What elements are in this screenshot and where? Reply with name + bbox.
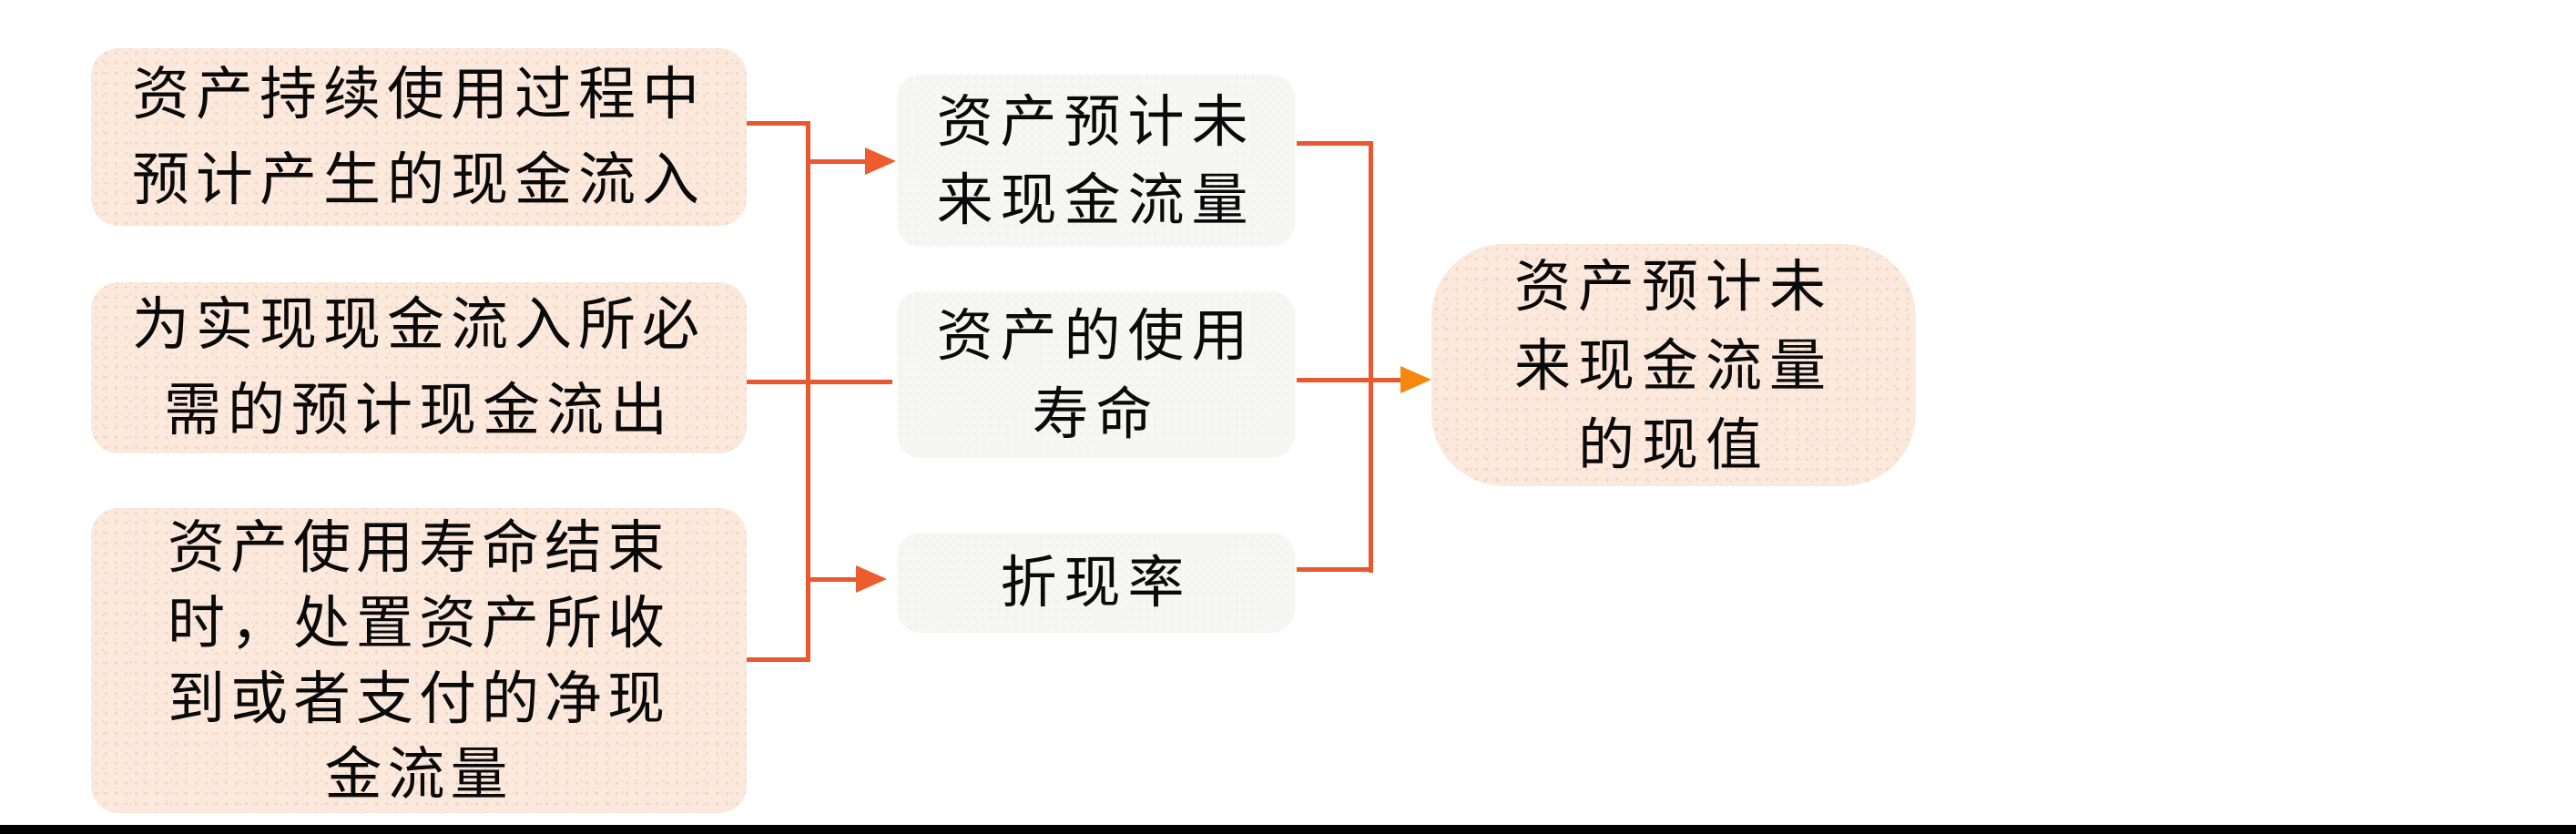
bottom-border-bar — [0, 825, 2576, 834]
node-expected-future-cash-flow-label: 资产预计未 来现金流量 — [936, 87, 1256, 233]
node-present-value-result-label: 资产预计未 来现金流量 的现值 — [1513, 252, 1833, 478]
arrow-line-to-present-value — [1297, 378, 1402, 382]
left-connector-trunk — [806, 121, 810, 662]
node-present-value-result: 资产预计未 来现金流量 的现值 — [1431, 244, 1916, 486]
node-expected-future-cash-flow: 资产预计未 来现金流量 — [897, 75, 1295, 247]
arrowhead-to-future-cash-flow-icon — [865, 147, 896, 175]
connector-inflow-to-trunk — [747, 121, 810, 126]
node-useful-life-label: 资产的使用 寿命 — [936, 301, 1256, 447]
connector-future-cash-flow-to-trunk — [1297, 141, 1373, 146]
arrowhead-to-present-value-icon — [1400, 366, 1431, 393]
node-discount-rate-label: 折现率 — [1000, 549, 1192, 615]
node-useful-life: 资产的使用 寿命 — [897, 291, 1295, 458]
node-continuous-use-cash-inflow-label: 资产持续使用过程中 预计产生的现金流入 — [132, 60, 706, 213]
node-continuous-use-cash-inflow: 资产持续使用过程中 预计产生的现金流入 — [91, 48, 747, 226]
right-connector-trunk — [1369, 141, 1373, 573]
node-required-cash-outflow: 为实现现金流入所必 需的预计现金流出 — [91, 282, 747, 453]
arrow-line-to-future-cash-flow — [809, 159, 867, 164]
connector-discount-rate-to-trunk — [1297, 567, 1373, 572]
node-discount-rate: 折现率 — [897, 533, 1295, 633]
arrow-line-to-discount-rate — [809, 577, 860, 582]
connector-disposal-to-trunk — [747, 657, 810, 662]
node-disposal-net-cash-flow-label: 资产使用寿命结束 时，处置资产所收 到或者支付的净现 金流量 — [168, 514, 670, 808]
node-disposal-net-cash-flow: 资产使用寿命结束 时，处置资产所收 到或者支付的净现 金流量 — [91, 508, 747, 813]
arrowhead-to-discount-rate-icon — [856, 565, 887, 593]
connector-outflow-to-useful-life — [747, 380, 892, 384]
node-required-cash-outflow-label: 为实现现金流入所必 需的预计现金流出 — [132, 291, 706, 443]
